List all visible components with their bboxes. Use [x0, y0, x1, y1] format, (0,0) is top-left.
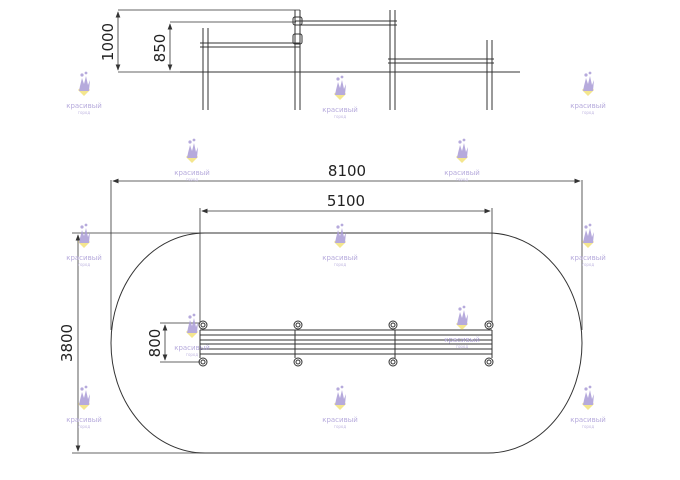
- side-elevation: [115, 9, 520, 110]
- post-marker: [388, 357, 398, 367]
- svg-text:город: город: [582, 424, 595, 429]
- post-marker: [388, 320, 398, 330]
- svg-text:город: город: [582, 262, 595, 267]
- post-markers: [198, 320, 494, 367]
- svg-text:красивый: красивый: [66, 416, 102, 424]
- dim-label-8100: 8100: [328, 162, 366, 180]
- post-3: [389, 10, 396, 110]
- svg-text:красивый: красивый: [570, 416, 606, 424]
- svg-text:красивый: красивый: [66, 254, 102, 262]
- post-1: [202, 28, 209, 110]
- post-marker: [293, 320, 303, 330]
- post-marker: [198, 320, 208, 330]
- plan-view: [72, 178, 583, 454]
- svg-text:город: город: [456, 344, 469, 349]
- safety-zone-outline: [110, 232, 583, 454]
- post-marker: [484, 357, 494, 367]
- dim-label-5100: 5100: [327, 192, 365, 210]
- svg-text:красивый: красивый: [66, 102, 102, 110]
- svg-text:красивый: красивый: [570, 254, 606, 262]
- svg-text:красивый: красивый: [174, 344, 210, 352]
- svg-text:красивый: красивый: [322, 416, 358, 424]
- svg-text:город: город: [78, 262, 91, 267]
- svg-text:красивый: красивый: [322, 254, 358, 262]
- svg-text:город: город: [334, 424, 347, 429]
- bar-mid: [200, 42, 300, 48]
- svg-text:город: город: [78, 110, 91, 115]
- dim-label-3800: 3800: [58, 324, 76, 362]
- post-marker: [293, 357, 303, 367]
- svg-text:город: город: [334, 114, 347, 119]
- clamp: [292, 33, 303, 45]
- svg-text:город: город: [582, 110, 595, 115]
- svg-text:город: город: [334, 262, 347, 267]
- svg-text:город: город: [78, 424, 91, 429]
- dim-label-850: 850: [151, 34, 169, 63]
- svg-text:красивый: красивый: [570, 102, 606, 110]
- post-marker: [198, 357, 208, 367]
- dim-label-800: 800: [146, 329, 164, 358]
- svg-text:город: город: [186, 352, 199, 357]
- bar-rails: [199, 329, 493, 358]
- clamp: [292, 16, 303, 26]
- svg-text:красивый: красивый: [174, 169, 210, 177]
- svg-text:город: город: [186, 177, 199, 182]
- dim-label-1000: 1000: [99, 23, 117, 61]
- bar-high: [295, 20, 397, 26]
- post-2: [294, 10, 301, 110]
- post-marker: [484, 320, 494, 330]
- svg-text:красивый: красивый: [322, 106, 358, 114]
- post-4: [486, 40, 493, 110]
- svg-text:красивый: красивый: [444, 169, 480, 177]
- svg-text:город: город: [456, 177, 469, 182]
- bar-low: [388, 58, 494, 64]
- svg-text:красивый: красивый: [444, 336, 480, 344]
